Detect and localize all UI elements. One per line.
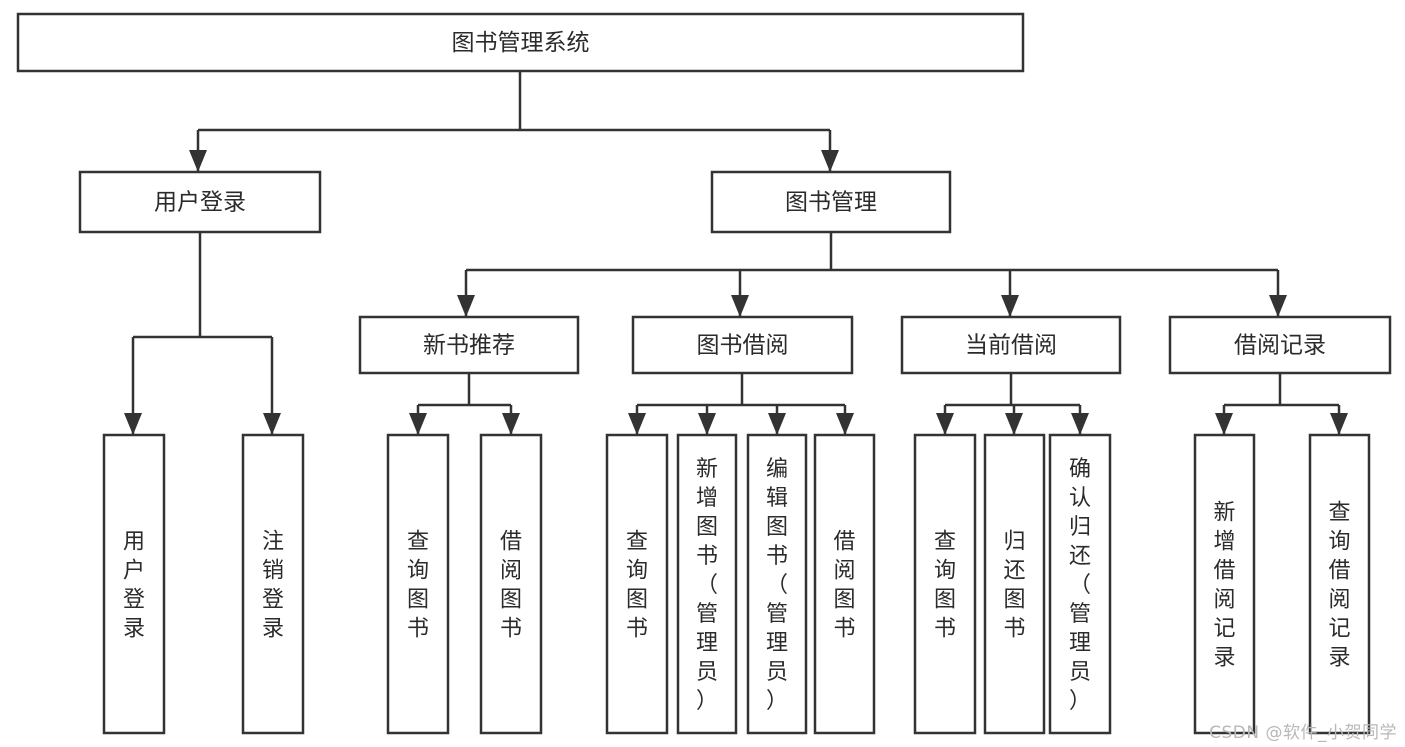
node-label-leaf-add-book-admin: 新增图书（管理员）	[696, 457, 718, 714]
node-box-leaf-edit-book-admin	[746, 433, 808, 735]
leaf-node-leaf-query-book-new[interactable]: 查询图书	[386, 433, 450, 735]
node-label-leaf-add-borrow-record: 新增借阅记录	[1213, 501, 1235, 671]
arrow-head-icon	[1269, 295, 1287, 317]
level3-node-new-book-recommend[interactable]: 新书推荐	[358, 315, 580, 375]
node-label-leaf-query-book-current: 查询图书	[934, 530, 956, 642]
node-label-leaf-query-borrow-record: 查询借阅记录	[1328, 501, 1350, 671]
leaf-node-leaf-borrow-book-new[interactable]: 借阅图书	[479, 433, 543, 735]
leaf-node-leaf-add-borrow-record[interactable]: 新增借阅记录	[1193, 433, 1256, 735]
connector-layer	[124, 71, 1348, 435]
arrow-head-icon	[1005, 413, 1023, 435]
root-node-root[interactable]: 图书管理系统	[16, 12, 1025, 73]
leaf-node-leaf-query-book-borrow[interactable]: 查询图书	[605, 433, 669, 735]
leaf-node-leaf-user-login[interactable]: 用户登录	[102, 433, 166, 735]
node-box-leaf-query-borrow-record	[1308, 433, 1371, 735]
arrow-head-icon	[936, 413, 954, 435]
node-label-leaf-return-book: 归还图书	[1003, 530, 1025, 642]
node-box-leaf-logout	[241, 433, 305, 735]
level3-node-book-borrow[interactable]: 图书借阅	[631, 315, 854, 375]
node-box-leaf-borrow-book-new	[479, 433, 543, 735]
arrow-head-icon	[768, 413, 786, 435]
node-label-current-borrow: 当前借阅	[965, 333, 1057, 359]
node-box-current-borrow	[900, 315, 1122, 375]
node-box-leaf-query-book-new	[386, 433, 450, 735]
arrow-head-icon	[1071, 413, 1089, 435]
node-box-leaf-add-book-admin	[676, 433, 738, 735]
leaf-node-leaf-borrow-book-borrow[interactable]: 借阅图书	[813, 433, 876, 735]
arrow-head-icon	[821, 150, 839, 172]
level3-node-borrow-record[interactable]: 借阅记录	[1168, 315, 1392, 375]
node-label-leaf-confirm-return-admin: 确认归还（管理员）	[1069, 457, 1091, 714]
node-label-leaf-borrow-book-borrow: 借阅图书	[833, 530, 855, 642]
leaf-node-leaf-logout[interactable]: 注销登录	[241, 433, 305, 735]
node-label-borrow-record: 借阅记录	[1234, 333, 1326, 359]
node-box-leaf-user-login	[102, 433, 166, 735]
node-box-book-management	[710, 170, 952, 234]
arrow-head-icon	[1215, 413, 1233, 435]
arrow-head-icon	[1001, 295, 1019, 317]
arrow-head-icon	[457, 295, 475, 317]
node-label-root: 图书管理系统	[452, 30, 590, 56]
level2-node-user-login[interactable]: 用户登录	[78, 170, 322, 234]
arrow-head-icon	[836, 413, 854, 435]
node-box-leaf-borrow-book-borrow	[813, 433, 876, 735]
node-label-book-borrow: 图书借阅	[697, 333, 789, 359]
leaf-node-leaf-query-book-current[interactable]: 查询图书	[913, 433, 977, 735]
arrow-head-icon	[698, 413, 716, 435]
node-label-leaf-logout: 注销登录	[262, 530, 284, 642]
node-label-new-book-recommend: 新书推荐	[423, 333, 515, 359]
node-box-book-borrow	[631, 315, 854, 375]
node-label-book-management: 图书管理	[785, 190, 877, 216]
node-box-leaf-query-book-borrow	[605, 433, 669, 735]
node-label-leaf-edit-book-admin: 编辑图书（管理员）	[766, 457, 788, 714]
leaf-node-leaf-confirm-return-admin[interactable]: 确认归还（管理员）	[1048, 433, 1112, 735]
node-label-leaf-query-book-new: 查询图书	[407, 530, 429, 642]
arrow-head-icon	[409, 413, 427, 435]
node-label-leaf-query-book-borrow: 查询图书	[626, 530, 648, 642]
node-label-user-login: 用户登录	[154, 190, 246, 216]
node-box-leaf-confirm-return-admin	[1048, 433, 1112, 735]
node-box-new-book-recommend	[358, 315, 580, 375]
node-box-leaf-return-book	[983, 433, 1046, 735]
leaf-node-leaf-return-book[interactable]: 归还图书	[983, 433, 1046, 735]
level2-node-book-management[interactable]: 图书管理	[710, 170, 952, 234]
node-box-leaf-query-book-current	[913, 433, 977, 735]
arrow-head-icon	[502, 413, 520, 435]
node-box-user-login	[78, 170, 322, 234]
node-box-borrow-record	[1168, 315, 1392, 375]
leaf-node-leaf-add-book-admin[interactable]: 新增图书（管理员）	[676, 433, 738, 735]
arrow-head-icon	[124, 413, 142, 435]
arrow-head-icon	[189, 150, 207, 172]
node-label-leaf-borrow-book-new: 借阅图书	[500, 530, 522, 642]
node-box-leaf-add-borrow-record	[1193, 433, 1256, 735]
level3-node-current-borrow[interactable]: 当前借阅	[900, 315, 1122, 375]
leaf-node-leaf-edit-book-admin[interactable]: 编辑图书（管理员）	[746, 433, 808, 735]
arrow-head-icon	[1330, 413, 1348, 435]
node-layer: 图书管理系统用户登录图书管理新书推荐图书借阅当前借阅借阅记录用户登录注销登录查询…	[16, 12, 1392, 735]
arrow-head-icon	[263, 413, 281, 435]
node-label-leaf-user-login: 用户登录	[123, 530, 145, 642]
arrow-head-icon	[628, 413, 646, 435]
arrow-head-icon	[731, 295, 749, 317]
node-box-root	[16, 12, 1025, 73]
leaf-node-leaf-query-borrow-record[interactable]: 查询借阅记录	[1308, 433, 1371, 735]
